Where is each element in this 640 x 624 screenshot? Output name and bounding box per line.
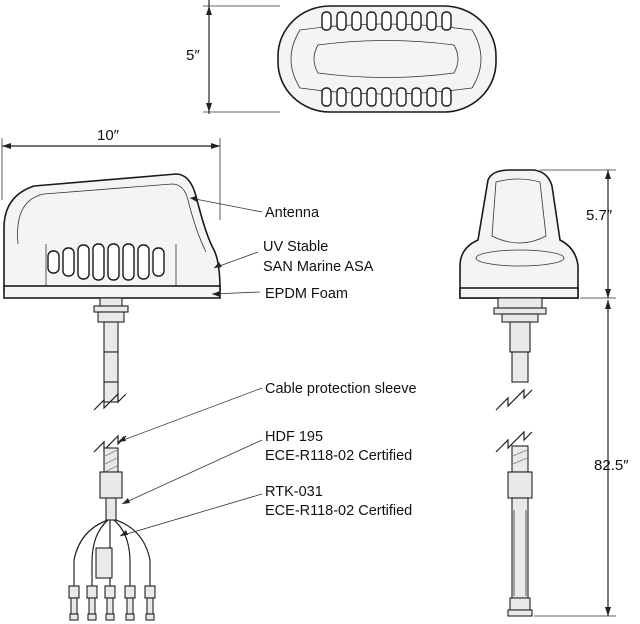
callout-uv-stable: UV Stable bbox=[263, 239, 328, 255]
connector-body bbox=[124, 585, 136, 599]
top-view bbox=[277, 5, 497, 113]
side-view bbox=[3, 173, 221, 353]
vent-slot bbox=[396, 11, 407, 31]
connector-pin bbox=[106, 597, 114, 615]
top-view-upper-vents bbox=[321, 11, 452, 31]
connector-body bbox=[68, 585, 80, 599]
callout-rtk-031: RTK-031 bbox=[265, 484, 323, 500]
vent-slot bbox=[62, 247, 75, 277]
cable-length-dimension-label: 82.5″ bbox=[594, 457, 629, 474]
vent-slot bbox=[426, 87, 437, 107]
callout-leaders bbox=[117, 196, 263, 537]
connector-pin bbox=[146, 597, 154, 615]
callout-hdf-195: HDF 195 bbox=[265, 429, 323, 445]
connector-body bbox=[144, 585, 156, 599]
connector-pin bbox=[126, 597, 134, 615]
vent-slot bbox=[351, 11, 362, 31]
callout-antenna: Antenna bbox=[265, 205, 320, 221]
callout-hdf-cert: ECE-R118-02 Certified bbox=[265, 448, 412, 464]
vent-slot bbox=[152, 247, 165, 277]
height-dimension: 5.7″ bbox=[540, 169, 616, 299]
callout-san-marine: SAN Marine ASA bbox=[263, 259, 374, 275]
vent-slot bbox=[321, 87, 332, 107]
vent-slot bbox=[381, 11, 392, 31]
connector-tip bbox=[69, 613, 79, 621]
vent-slot bbox=[47, 250, 60, 274]
callout-epdm-foam: EPDM Foam bbox=[265, 286, 348, 302]
vent-slot bbox=[441, 11, 452, 31]
vent-slot bbox=[411, 87, 422, 107]
vent-slot bbox=[426, 11, 437, 31]
vent-slot bbox=[122, 243, 135, 281]
connector-body bbox=[104, 585, 116, 599]
connector-pin bbox=[88, 597, 96, 615]
connector-pin bbox=[70, 597, 78, 615]
connector-body bbox=[86, 585, 98, 599]
vent-slot bbox=[321, 11, 332, 31]
vent-slot bbox=[77, 244, 90, 280]
connector-tip bbox=[87, 613, 97, 621]
vent-slot bbox=[441, 87, 452, 107]
width-dimension: 5″ bbox=[186, 0, 280, 114]
connectors bbox=[68, 585, 156, 621]
top-view-lower-vents bbox=[321, 87, 452, 107]
front-view bbox=[459, 169, 579, 617]
vent-slot bbox=[381, 87, 392, 107]
connector-tip bbox=[145, 613, 155, 621]
length-dimension: 10″ bbox=[1, 127, 221, 220]
callout-rtk-cert: ECE-R118-02 Certified bbox=[265, 503, 412, 519]
vent-slot bbox=[366, 11, 377, 31]
vent-slot bbox=[396, 87, 407, 107]
vent-slot bbox=[92, 243, 105, 281]
width-dimension-label: 5″ bbox=[186, 47, 200, 64]
vent-slot bbox=[411, 11, 422, 31]
vent-slot bbox=[351, 87, 362, 107]
length-dimension-label: 10″ bbox=[97, 127, 120, 144]
side-cable-upper bbox=[93, 351, 127, 521]
vent-slot bbox=[366, 87, 377, 107]
connector-tip bbox=[125, 613, 135, 621]
vent-slot bbox=[336, 87, 347, 107]
side-view-vents bbox=[47, 243, 165, 281]
cable-breakout bbox=[68, 519, 156, 621]
height-dimension-label: 5.7″ bbox=[586, 207, 613, 224]
vent-slot bbox=[107, 243, 120, 281]
connector-tip bbox=[105, 613, 115, 621]
vent-slot bbox=[336, 11, 347, 31]
cable-length-dimension: 82.5″ bbox=[534, 300, 629, 617]
vent-slot bbox=[137, 244, 150, 280]
callout-cable-sleeve: Cable protection sleeve bbox=[265, 381, 417, 397]
